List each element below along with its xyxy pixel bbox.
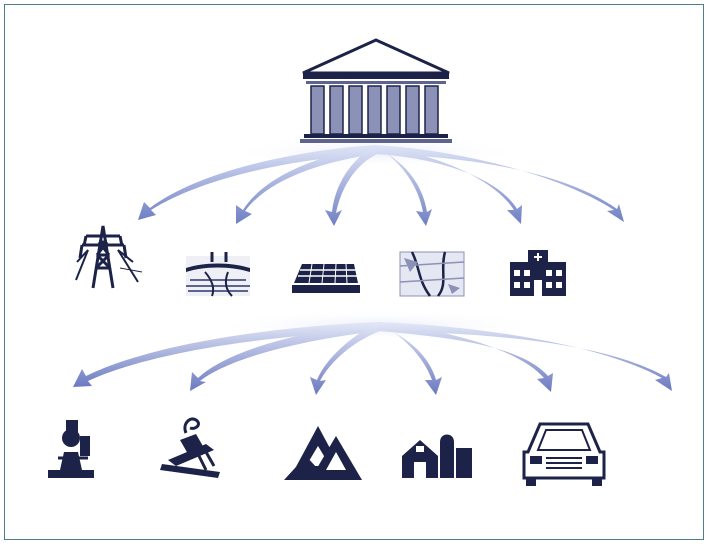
upper-arrow-group: [138, 136, 624, 226]
car-icon: [522, 422, 606, 486]
arrow-to-farm: [378, 323, 442, 395]
farm-icon: [402, 434, 472, 478]
arrow-right-outer: [375, 145, 624, 222]
arrow-right-outer-lower: [378, 322, 672, 391]
arrow-to-map: [375, 146, 432, 226]
hospital-icon: [510, 250, 566, 296]
classical-building-icon: [300, 38, 452, 143]
arrow-to-mining: [190, 322, 378, 391]
power-pylon-icon: [75, 225, 143, 289]
mining-icon: [160, 417, 220, 478]
arrow-to-solar-panel: [325, 146, 377, 226]
arrow-to-forest: [310, 323, 380, 395]
arrow-to-bridge: [236, 145, 375, 224]
irrigation-bridge-icon: [186, 252, 250, 297]
forest-icon: [284, 426, 362, 480]
land-map-icon: [399, 251, 465, 297]
solar-panel-icon: [292, 263, 360, 293]
lower-arrow-group: [73, 310, 672, 395]
microscope-icon: [48, 420, 94, 478]
